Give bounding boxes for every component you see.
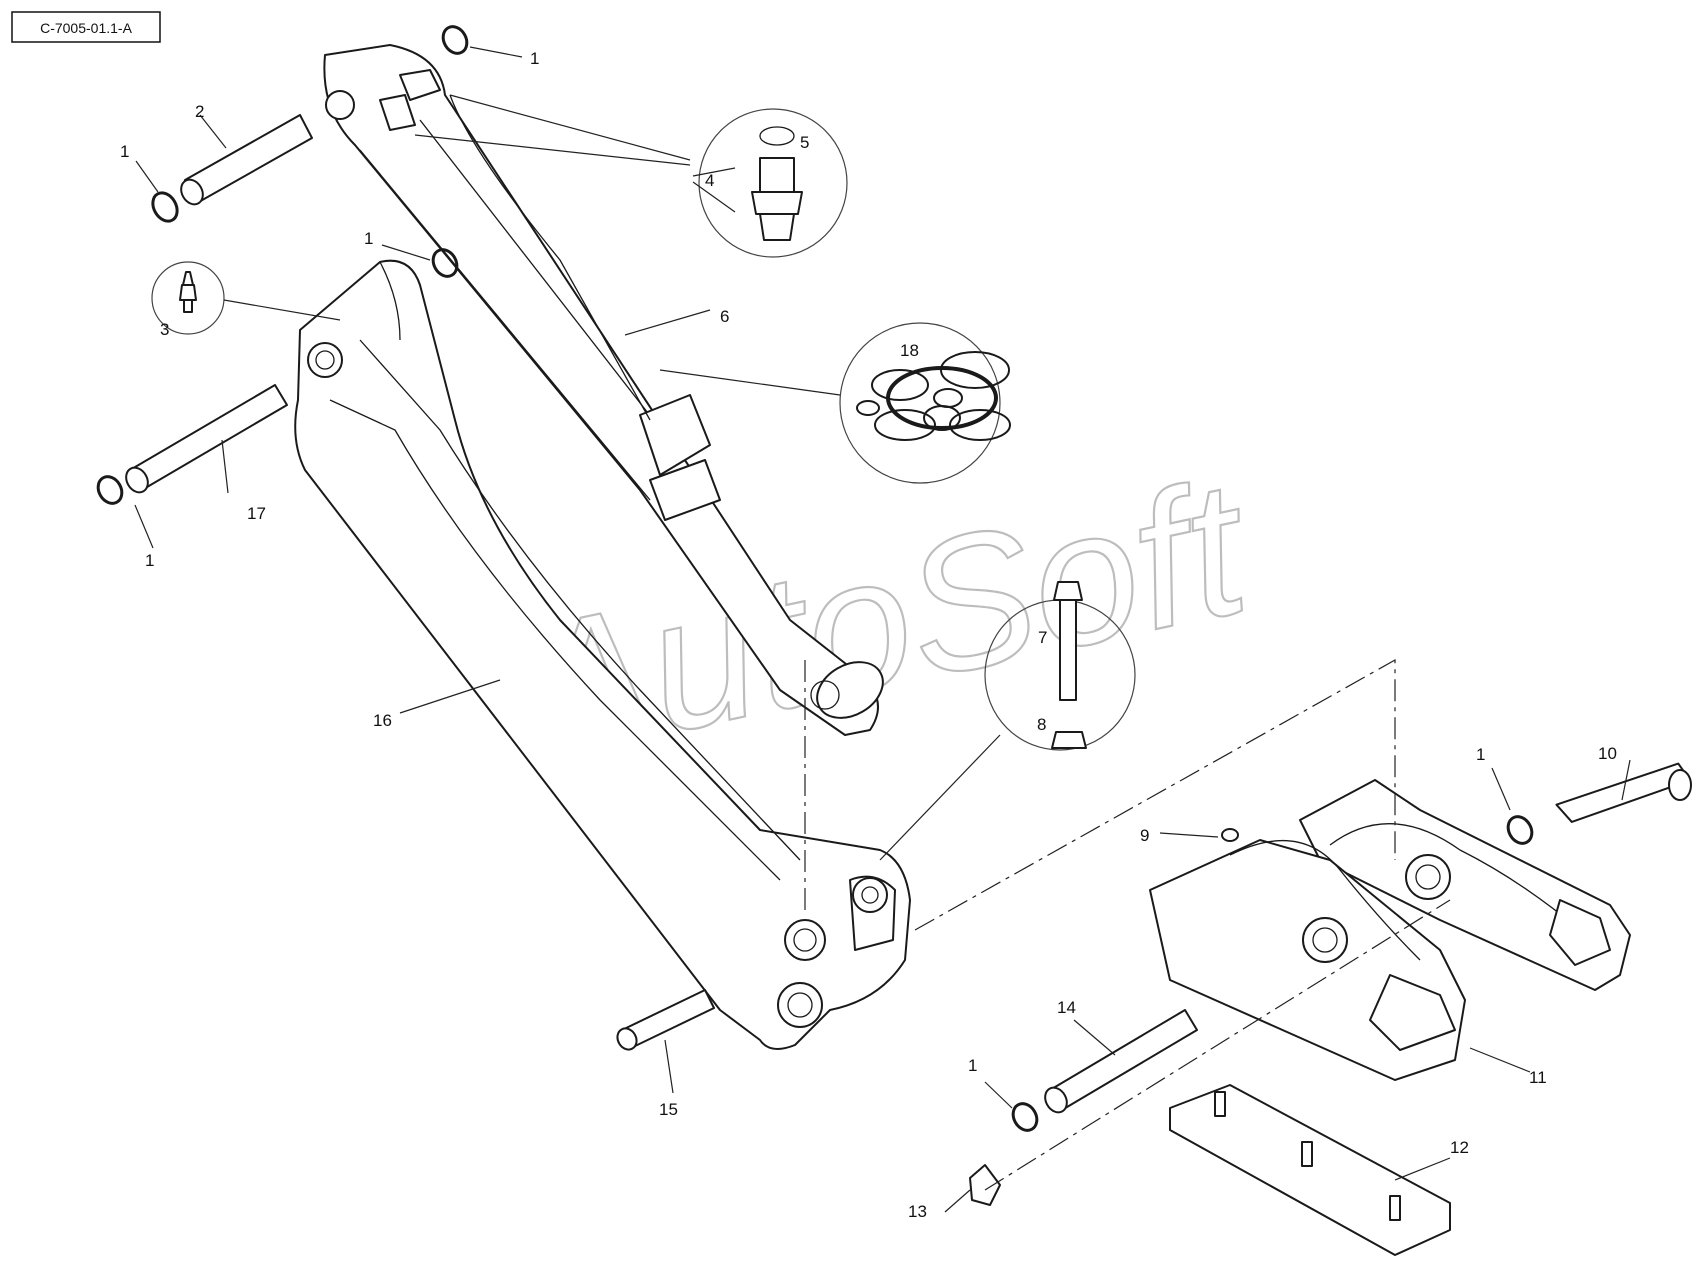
drawing-reference-box: C-7005-01.1-A xyxy=(11,11,161,43)
clip-13 xyxy=(969,1164,1001,1206)
callout-11: 11 xyxy=(1529,1068,1547,1087)
pin-14 xyxy=(1044,1009,1198,1114)
fitting-detail xyxy=(698,108,848,258)
callout-7: 7 xyxy=(1038,628,1047,647)
nut-9 xyxy=(1221,828,1239,842)
callout-1-boom: 1 xyxy=(364,229,373,248)
circlip-pin-14 xyxy=(1011,1102,1039,1132)
circlip-boom-top xyxy=(431,248,459,278)
pin-2 xyxy=(180,114,313,206)
callout-1-pin17: 1 xyxy=(145,551,154,570)
callout-15: 15 xyxy=(659,1100,678,1119)
leader-lines xyxy=(134,46,1631,1213)
callout-2: 2 xyxy=(195,102,204,121)
callout-9: 9 xyxy=(1140,826,1149,845)
callout-18: 18 xyxy=(900,341,919,360)
pin-15 xyxy=(616,989,715,1051)
callout-3: 3 xyxy=(160,320,169,339)
circlip-pin-10 xyxy=(1506,815,1534,845)
drawing-reference: C-7005-01.1-A xyxy=(40,20,132,36)
callout-1-pin10: 1 xyxy=(1476,745,1485,764)
centerline-3 xyxy=(984,899,1451,1191)
callout-6: 6 xyxy=(720,307,729,326)
callout-5: 5 xyxy=(800,133,809,152)
centerline-1 xyxy=(914,658,1396,931)
boom-arm xyxy=(294,259,911,1050)
circlip-top xyxy=(441,25,469,55)
callout-1-left: 1 xyxy=(120,142,129,161)
grease-nipple-detail xyxy=(151,261,225,335)
callout-12: 12 xyxy=(1450,1138,1469,1157)
pin-17 xyxy=(125,384,288,494)
hydraulic-cylinder xyxy=(323,44,884,736)
callout-1-pin14: 1 xyxy=(968,1056,977,1075)
bolt-nut-detail xyxy=(984,581,1136,751)
track-pad-assembly xyxy=(1149,779,1631,1081)
callout-labels: 1 1 1 1 1 1 2 3 4 5 6 7 8 9 10 11 12 13 … xyxy=(120,49,1617,1221)
callout-16: 16 xyxy=(373,711,392,730)
callout-14: 14 xyxy=(1057,998,1076,1017)
callout-17: 17 xyxy=(247,504,266,523)
seal-kit-detail xyxy=(839,322,1011,484)
circlip-upper-left xyxy=(151,191,179,223)
circlip-pin-17 xyxy=(96,475,124,505)
wear-plate-12 xyxy=(1169,1084,1451,1256)
callout-10: 10 xyxy=(1598,744,1617,763)
callout-4: 4 xyxy=(705,171,714,190)
callout-8: 8 xyxy=(1037,715,1046,734)
callout-13: 13 xyxy=(908,1202,927,1221)
callout-1-top: 1 xyxy=(530,49,539,68)
